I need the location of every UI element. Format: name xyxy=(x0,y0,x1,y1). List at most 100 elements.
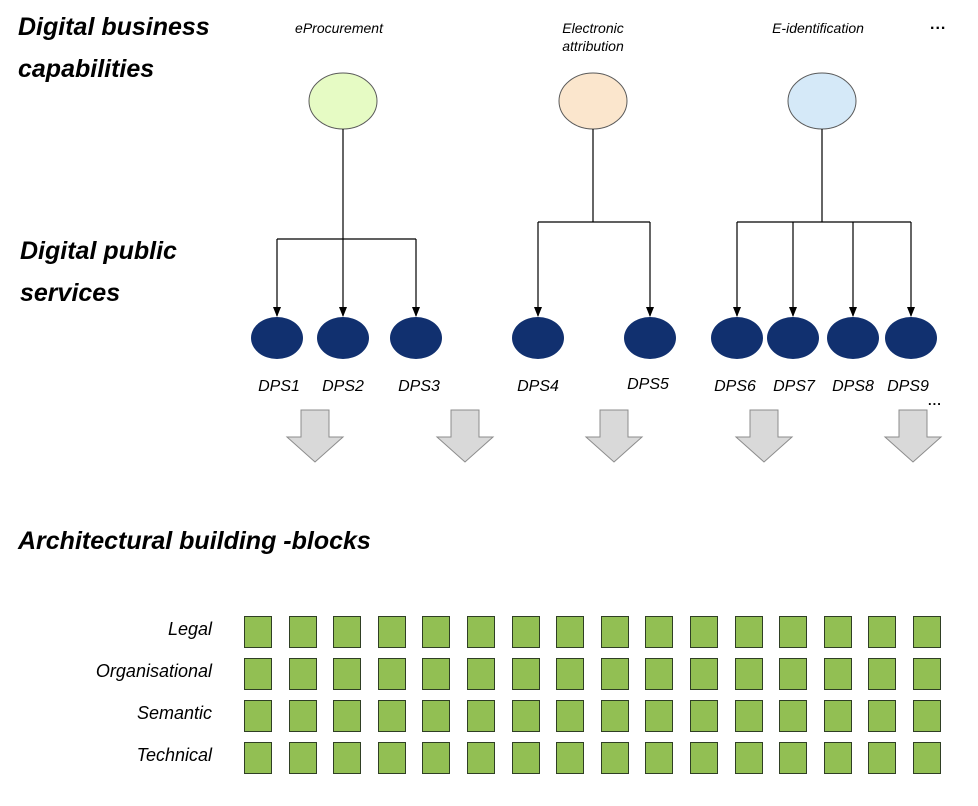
down-arrow-icon xyxy=(584,409,644,463)
service-node-dps5 xyxy=(624,317,676,359)
building-block xyxy=(600,616,629,648)
service-node-dps2 xyxy=(317,317,369,359)
service-label-dps7: DPS7 xyxy=(773,378,815,395)
building-block xyxy=(779,616,808,648)
building-block xyxy=(333,700,362,732)
building-block xyxy=(466,742,495,774)
building-block xyxy=(779,658,808,690)
service-label-dps8: DPS8 xyxy=(832,378,874,395)
building-block xyxy=(466,658,495,690)
building-block xyxy=(244,742,272,774)
down-arrow-icon xyxy=(883,409,943,463)
building-block xyxy=(645,616,674,648)
public-services-title: Digital public services xyxy=(20,230,177,314)
building-block xyxy=(511,700,540,732)
capability-label-line2: attribution xyxy=(562,38,624,54)
building-block xyxy=(868,700,897,732)
service-label-dps9: DPS9 xyxy=(887,378,929,395)
connector-e-identification xyxy=(733,129,915,317)
building-block xyxy=(689,742,718,774)
building-block xyxy=(422,616,451,648)
building-block xyxy=(377,742,406,774)
building-block xyxy=(556,658,585,690)
business-capabilities-title-line1: Digital business xyxy=(18,13,210,41)
building-block xyxy=(734,616,763,648)
building-block xyxy=(779,742,808,774)
building-block xyxy=(912,658,941,690)
capability-node-electronic-attribution xyxy=(558,72,628,130)
building-block xyxy=(823,742,852,774)
building-block xyxy=(868,742,897,774)
building-block xyxy=(645,658,674,690)
services-more-ellipsis: ... xyxy=(928,393,942,408)
building-block xyxy=(244,658,272,690)
capability-node-eprocurement xyxy=(308,72,378,130)
service-node-dps4 xyxy=(512,317,564,359)
service-label-dps6: DPS6 xyxy=(714,378,756,395)
service-label-dps3: DPS3 xyxy=(398,378,440,395)
service-node-dps7 xyxy=(767,317,819,359)
building-block xyxy=(244,616,272,648)
building-block xyxy=(333,616,362,648)
building-block xyxy=(734,658,763,690)
connector-eprocurement xyxy=(273,129,420,317)
building-block xyxy=(868,658,897,690)
building-block xyxy=(779,700,808,732)
down-arrow-icon xyxy=(285,409,345,463)
layer-label-organisational: Organisational xyxy=(95,661,212,681)
building-block xyxy=(288,700,317,732)
building-block-row-legal xyxy=(244,616,941,648)
service-label-dps4: DPS4 xyxy=(517,378,559,395)
down-arrow-icon xyxy=(435,409,495,463)
building-block xyxy=(333,658,362,690)
building-block xyxy=(600,742,629,774)
building-block xyxy=(466,700,495,732)
building-block-row-organisational xyxy=(244,658,941,690)
building-block xyxy=(333,742,362,774)
building-block xyxy=(823,616,852,648)
capability-label-e-identification: E-identification xyxy=(772,20,864,36)
building-block xyxy=(288,658,317,690)
building-block xyxy=(511,658,540,690)
building-block xyxy=(377,616,406,648)
building-block xyxy=(912,742,941,774)
building-block xyxy=(868,616,897,648)
building-block xyxy=(689,616,718,648)
building-block xyxy=(377,700,406,732)
down-arrow-icon xyxy=(734,409,794,463)
building-block xyxy=(823,700,852,732)
public-services-title-line2: services xyxy=(20,279,121,307)
business-capabilities-title-line2: capabilities xyxy=(18,55,155,83)
building-block xyxy=(466,616,495,648)
public-services-title-line1: Digital public xyxy=(20,237,177,265)
building-block xyxy=(600,658,629,690)
building-block-row-technical xyxy=(244,742,941,774)
building-block xyxy=(689,658,718,690)
building-block xyxy=(823,658,852,690)
capability-label-line1: Electronic xyxy=(562,20,624,36)
building-block-row-semantic xyxy=(244,700,941,732)
service-label-dps5: DPS5 xyxy=(627,376,669,393)
service-label-dps1: DPS1 xyxy=(258,378,300,395)
service-node-dps8 xyxy=(827,317,879,359)
connector-electronic-attribution xyxy=(534,129,654,317)
layer-label-technical: Technical xyxy=(136,745,212,765)
building-block xyxy=(556,700,585,732)
building-block xyxy=(912,616,941,648)
building-block xyxy=(912,700,941,732)
building-block xyxy=(556,742,585,774)
building-block xyxy=(288,742,317,774)
building-block-grid xyxy=(244,616,941,776)
down-arrows xyxy=(285,409,943,463)
building-block xyxy=(422,658,451,690)
building-block xyxy=(645,700,674,732)
building-block xyxy=(422,742,451,774)
capability-label-electronic-attribution: Electronic attribution xyxy=(523,19,663,55)
service-nodes xyxy=(251,317,937,359)
building-block xyxy=(511,742,540,774)
building-block xyxy=(689,700,718,732)
service-node-dps9 xyxy=(885,317,937,359)
service-node-dps1 xyxy=(251,317,303,359)
business-capabilities-title: Digital business capabilities xyxy=(18,6,210,90)
